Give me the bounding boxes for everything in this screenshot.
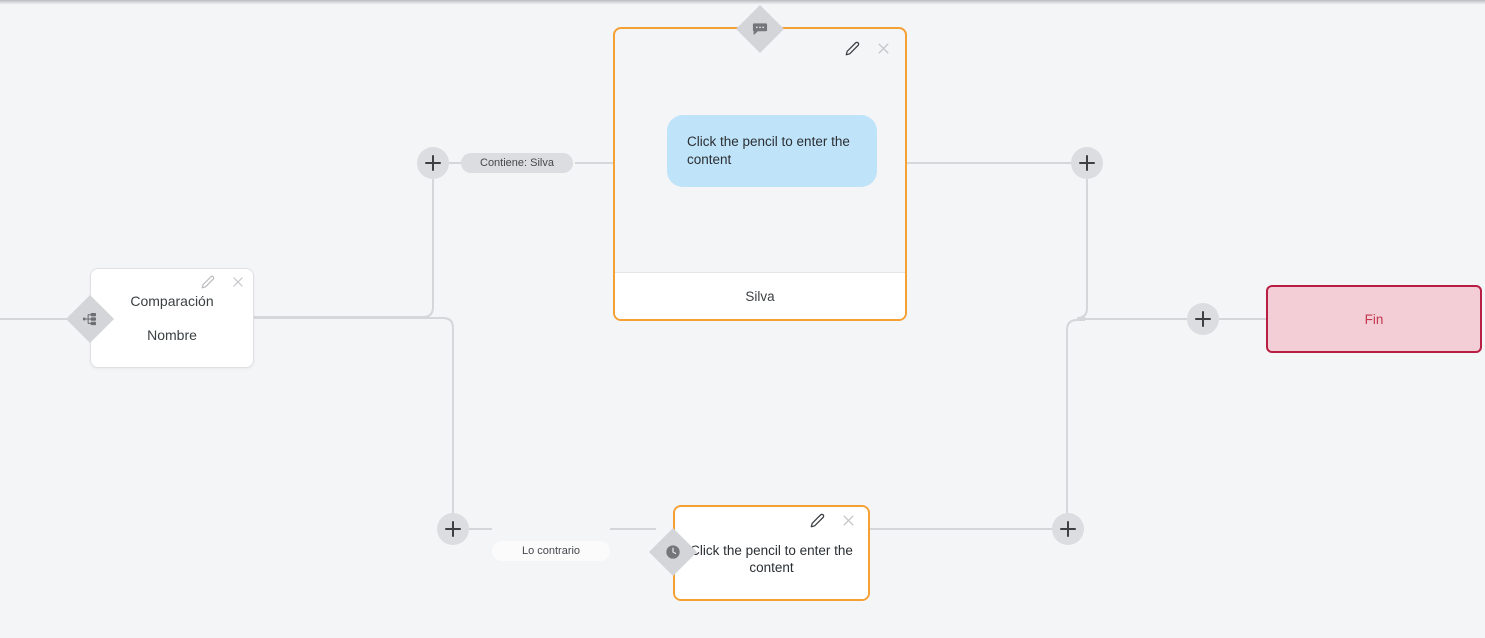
node-message-badge[interactable] (735, 4, 785, 54)
node-end[interactable]: Fin (1266, 285, 1482, 353)
close-icon[interactable] (876, 41, 891, 56)
pencil-icon[interactable] (845, 41, 860, 56)
node-comparison-toolbar (201, 275, 245, 289)
add-node-bottom-right[interactable] (1052, 513, 1084, 545)
add-node-top-right[interactable] (1071, 147, 1103, 179)
node-delay-toolbar (810, 513, 856, 528)
node-message-body: Click the pencil to enter the content (615, 29, 905, 273)
edge-label-otherwise[interactable]: Lo contrario (492, 541, 610, 561)
add-node-top-left[interactable] (417, 147, 449, 179)
add-node-before-end[interactable] (1187, 303, 1219, 335)
node-comparison-body: Comparación Nombre (91, 269, 253, 367)
pencil-icon[interactable] (201, 275, 215, 289)
node-delay-badge[interactable] (648, 527, 698, 577)
edge-label-contains-silva[interactable]: Contiene: Silva (461, 153, 573, 173)
node-end-label: Fin (1364, 311, 1384, 327)
pencil-icon[interactable] (810, 513, 825, 528)
close-icon[interactable] (841, 513, 856, 528)
close-icon[interactable] (231, 275, 245, 289)
node-message-footer[interactable]: Silva (615, 272, 905, 319)
add-node-bottom-left[interactable] (437, 513, 469, 545)
viewport-top-shadow (0, 0, 1485, 5)
sitemap-icon (82, 311, 98, 327)
node-comparison-badge[interactable] (65, 294, 115, 344)
chat-bubble-icon (752, 21, 768, 37)
node-delay[interactable]: Click the pencil to enter the content (673, 505, 870, 601)
node-message-toolbar (845, 41, 891, 56)
node-comparison[interactable]: Comparación Nombre (90, 268, 254, 368)
node-message[interactable]: Click the pencil to enter the content Si… (613, 27, 907, 321)
node-comparison-subtitle: Nombre (147, 327, 197, 343)
node-comparison-title: Comparación (130, 293, 214, 309)
message-bubble: Click the pencil to enter the content (667, 115, 877, 187)
clock-icon (665, 544, 681, 560)
node-delay-text: Click the pencil to enter the content (675, 507, 868, 599)
